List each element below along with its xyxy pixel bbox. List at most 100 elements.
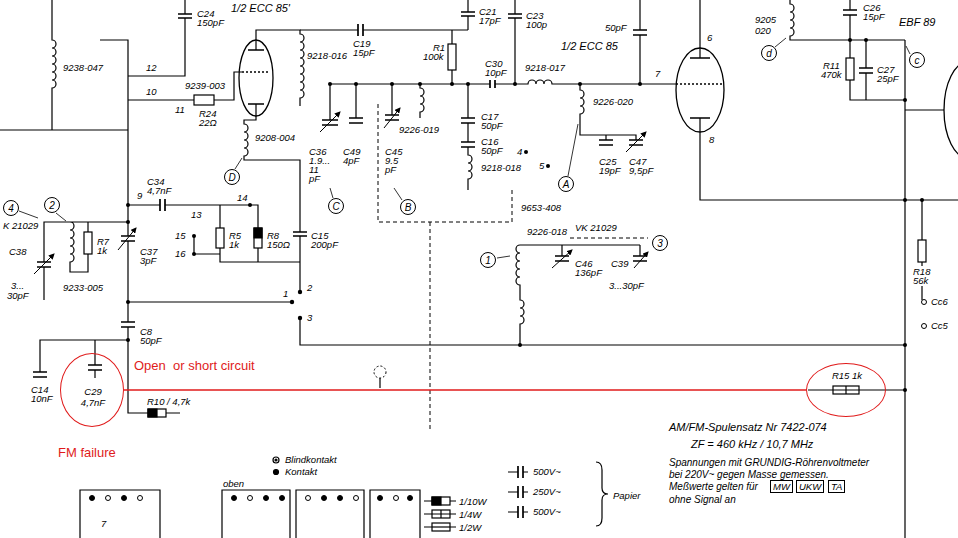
part-label: 9218-017 bbox=[524, 62, 566, 73]
legend-text: 1/2W bbox=[458, 522, 482, 533]
junction-dot bbox=[126, 300, 130, 304]
capacitor-symbol bbox=[508, 14, 522, 18]
resistor-symbol bbox=[148, 228, 262, 417]
junction-dot bbox=[903, 388, 907, 392]
tube-symbol bbox=[676, 48, 724, 132]
switch-outline bbox=[296, 490, 364, 538]
junction-dot bbox=[390, 82, 394, 86]
callout-text: C29 4,7nF bbox=[76, 386, 110, 408]
part-label: 9653-408 bbox=[520, 202, 562, 213]
part-label: 9238-047 bbox=[62, 62, 104, 73]
wire bbox=[128, 301, 290, 302]
tube-symbol bbox=[239, 40, 273, 116]
capacitor-symbol bbox=[33, 372, 47, 377]
part-label: Cc6 bbox=[930, 296, 949, 307]
wire bbox=[330, 80, 676, 84]
part-label: ZF = 460 kHz / 10,7 MHz bbox=[690, 438, 814, 451]
legend-symbol bbox=[273, 457, 279, 463]
legend-symbol bbox=[275, 459, 277, 461]
junction-dot bbox=[450, 82, 454, 86]
mode-box: UKW bbox=[796, 480, 824, 493]
callout-circle: 3 bbox=[652, 235, 668, 251]
callout-text: 3 bbox=[657, 238, 663, 249]
capacitor-symbol bbox=[121, 322, 135, 327]
resistor-symbol bbox=[833, 386, 859, 394]
junction-dot bbox=[903, 98, 907, 102]
contact-dot bbox=[378, 496, 383, 501]
junction-dot bbox=[920, 198, 924, 202]
part-label: 9205 020 bbox=[754, 14, 780, 36]
leader-line bbox=[56, 213, 66, 221]
part-label: 9 bbox=[136, 190, 143, 201]
wire bbox=[514, 0, 515, 84]
contact-dot bbox=[280, 496, 285, 501]
junction-dot bbox=[126, 220, 130, 224]
part-label: ohne Signal an bbox=[668, 494, 737, 506]
junction-dot bbox=[524, 150, 528, 154]
part-label: R10 / 4,7k bbox=[146, 396, 191, 407]
leader-line bbox=[775, 38, 786, 47]
part-label: AM/FM-Spulensatz Nr 7422-074 bbox=[668, 421, 828, 434]
part-label: 15pF bbox=[862, 11, 886, 22]
legend-symbol bbox=[432, 510, 450, 518]
junction-dot bbox=[518, 343, 522, 347]
mode-box: MW bbox=[770, 480, 793, 493]
callout-circle: 4 bbox=[3, 200, 19, 216]
part-label: 13 bbox=[190, 209, 203, 220]
wire bbox=[580, 84, 636, 140]
part-label: 14 bbox=[236, 192, 249, 203]
legend-text: 1/10W bbox=[458, 496, 487, 507]
wire bbox=[516, 245, 524, 345]
part-label: 19pF bbox=[598, 165, 622, 176]
contact-dot bbox=[354, 496, 359, 501]
part-label: 136pF bbox=[574, 267, 603, 278]
part-label: 7 bbox=[100, 518, 107, 529]
junction-dot bbox=[192, 252, 196, 256]
test-point bbox=[922, 324, 927, 329]
wire bbox=[244, 104, 300, 292]
part-label: 1k bbox=[96, 245, 108, 256]
capacitor-symbol bbox=[461, 12, 475, 16]
wire bbox=[790, 0, 905, 100]
part-label: C39 bbox=[610, 258, 629, 269]
trimmer-arrow bbox=[34, 254, 54, 274]
part-label: 7 bbox=[654, 68, 661, 79]
part-label: 2 bbox=[306, 282, 313, 293]
resistor-symbol bbox=[846, 58, 854, 80]
contact-dot bbox=[232, 496, 237, 501]
part-label: 56k bbox=[912, 275, 929, 286]
switch-outline bbox=[80, 490, 420, 538]
wire bbox=[194, 236, 300, 262]
part-label: 10nF bbox=[30, 393, 54, 404]
wire bbox=[379, 378, 380, 388]
contact-dot bbox=[106, 496, 111, 501]
contact-dot bbox=[408, 496, 413, 501]
junction-dot bbox=[298, 316, 302, 320]
capacitor-symbol bbox=[461, 118, 475, 123]
mode-box: TA bbox=[828, 480, 845, 493]
fault-highlight: C29 4,7nF bbox=[60, 353, 124, 427]
part-label: 100p bbox=[525, 19, 548, 30]
part-label: VK 21029 bbox=[574, 222, 618, 233]
leader-line bbox=[906, 46, 910, 54]
callout-circle: 2 bbox=[44, 197, 60, 213]
wire bbox=[128, 72, 242, 100]
contact-dot bbox=[138, 496, 143, 501]
part-label: 9226-018 bbox=[526, 226, 568, 237]
part-label: EBF 89 bbox=[898, 16, 937, 29]
legend-text: Kontakt bbox=[284, 466, 318, 477]
leader-line bbox=[394, 188, 402, 200]
legend-symbol bbox=[432, 497, 441, 505]
part-label: 150Ω bbox=[266, 239, 291, 250]
part-label: 1k bbox=[228, 239, 240, 250]
test-point bbox=[922, 300, 927, 305]
part-label: K 21029 bbox=[2, 220, 39, 231]
capacitor-symbol bbox=[490, 80, 495, 88]
legend-text: 250V~ bbox=[532, 486, 562, 497]
capacitor-symbol bbox=[843, 10, 857, 15]
callout-circle: 1 bbox=[480, 252, 496, 268]
trimmer-arrow bbox=[320, 112, 340, 132]
legend-symbol bbox=[432, 523, 450, 531]
callout-text: 4 bbox=[8, 203, 14, 214]
